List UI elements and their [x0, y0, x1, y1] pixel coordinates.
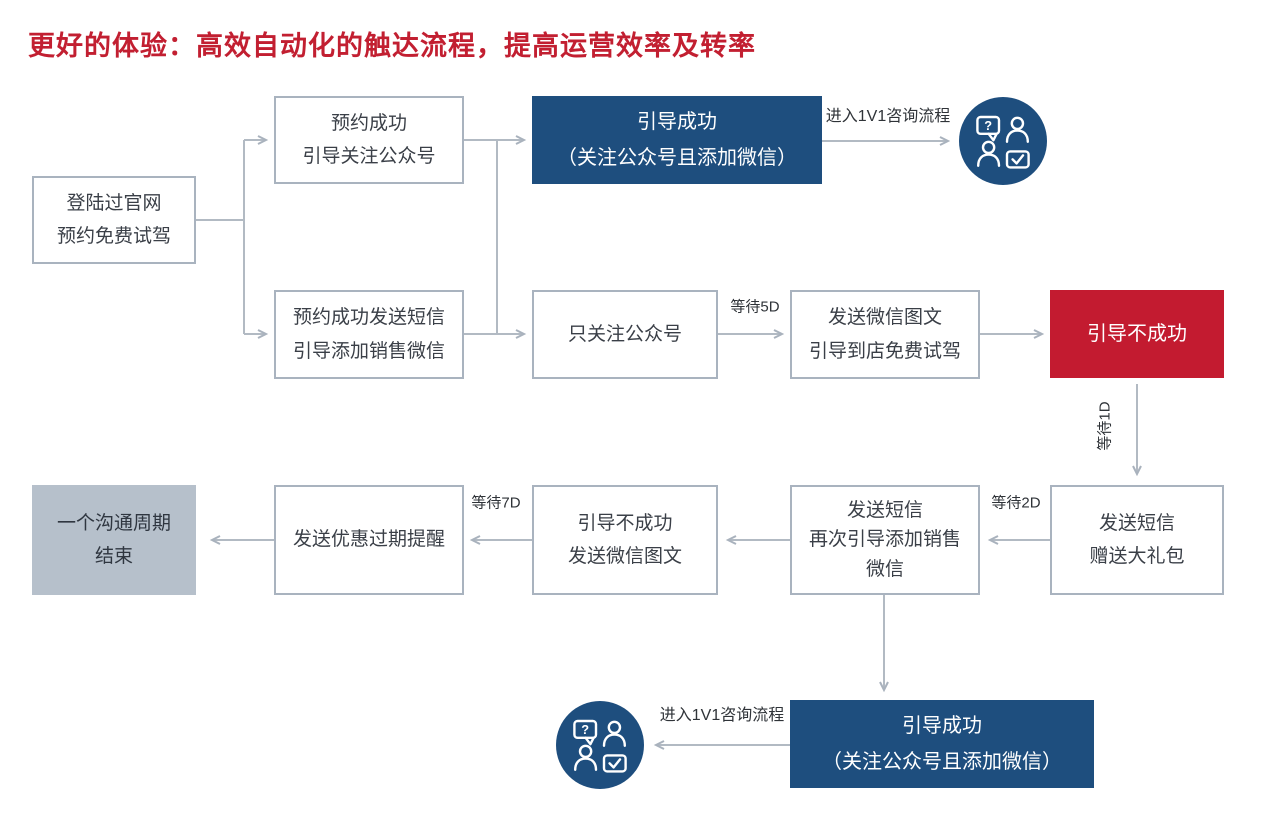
node-line: 发送短信	[1098, 512, 1175, 534]
flow-node-guide-success-top: 引导成功 （关注公众号且添加微信）	[532, 96, 822, 184]
node-line: 引导不成功	[1087, 322, 1187, 345]
flow-node-guide-fail: 引导不成功	[1050, 290, 1224, 378]
edge-label-enter-1v1-bottom: 进入1V1咨询流程	[659, 707, 785, 724]
flow-node-wechat-article: 发送微信图文 引导到店免费试驾	[790, 290, 980, 379]
flow-node-appt-follow: 预约成功 引导关注公众号	[274, 96, 464, 184]
edge-label-wait-7d: 等待7D	[471, 494, 521, 512]
page-title: 更好的体验：高效自动化的触达流程，提高运营效率及转率	[28, 31, 756, 61]
node-line: 发送微信图文	[827, 307, 942, 329]
edge-label-wait-2d: 等待2D	[991, 494, 1041, 512]
node-line: 预约成功	[330, 112, 407, 134]
node-line: （关注公众号且添加微信）	[557, 147, 797, 169]
node-line: 只关注公众号	[567, 323, 682, 345]
flow-node-entry: 登陆过官网 预约免费试驾	[32, 176, 196, 264]
edge-label-wait-1d: 等待1D	[1096, 401, 1114, 451]
edge-label-wait-5d: 等待5D	[730, 298, 780, 316]
edge-label-enter-1v1-top: 进入1V1咨询流程	[825, 108, 951, 125]
flow-node-sms-guide: 预约成功发送短信 引导添加销售微信	[274, 290, 464, 379]
node-line: 微信	[865, 558, 904, 580]
node-line: 预约成功发送短信	[292, 307, 445, 329]
flow-node-cycle-end: 一个沟通周期 结束	[32, 485, 196, 595]
node-line: 发送优惠过期提醒	[292, 529, 445, 551]
node-line: 引导不成功	[577, 512, 673, 534]
node-line: 预约免费试驾	[56, 226, 171, 247]
node-line: 登陆过官网	[66, 192, 162, 214]
node-line: 引导关注公众号	[302, 146, 436, 167]
node-line: 引导成功	[902, 715, 982, 737]
flow-node-guide-success-bottom: 引导成功 （关注公众号且添加微信）	[790, 700, 1094, 788]
flow-node-fail-article: 引导不成功 发送微信图文	[532, 485, 718, 595]
flow-node-sms-again: 发送短信 再次引导添加销售 微信	[790, 485, 980, 595]
flow-node-sms-gift: 发送短信 赠送大礼包	[1050, 485, 1224, 595]
node-line: 发送微信图文	[567, 546, 682, 567]
flow-node-only-follow: 只关注公众号	[532, 290, 718, 379]
node-line: 引导成功	[637, 111, 717, 133]
node-line: 引导到店免费试驾	[808, 340, 961, 362]
node-line: 赠送大礼包	[1089, 546, 1185, 567]
node-line: 结束	[94, 546, 133, 567]
consult-icon	[556, 701, 644, 789]
consult-icon	[959, 97, 1047, 185]
node-line: 一个沟通周期	[56, 512, 171, 534]
node-line: 引导添加销售微信	[292, 340, 445, 362]
node-line: 发送短信	[846, 499, 923, 521]
node-line: 再次引导添加销售	[808, 529, 961, 551]
node-line: （关注公众号且添加微信）	[822, 751, 1062, 773]
flow-node-coupon-expire: 发送优惠过期提醒	[274, 485, 464, 595]
